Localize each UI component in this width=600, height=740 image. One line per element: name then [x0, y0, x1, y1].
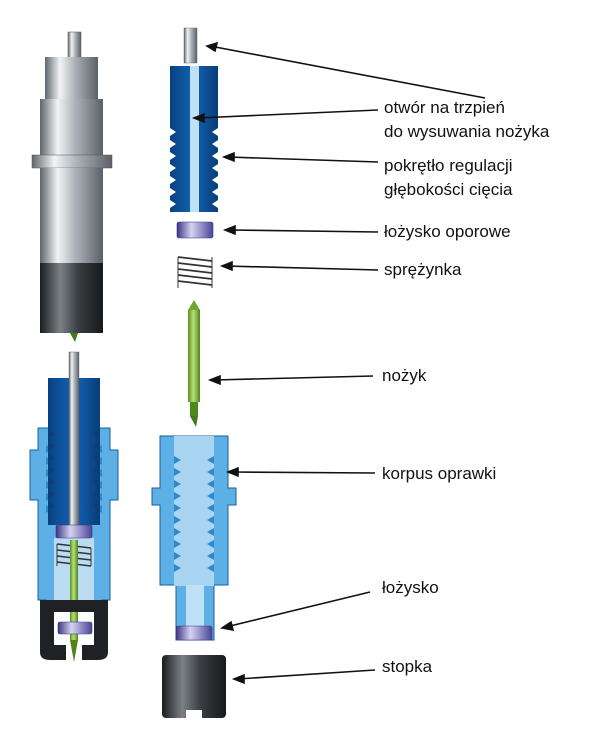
section-thrust-bearing [55, 524, 93, 539]
exploded-parts [151, 27, 237, 718]
section-foot [40, 600, 108, 660]
exploded-pin [183, 27, 198, 64]
section-pin [68, 351, 80, 533]
label-blade: nożyk [382, 366, 427, 385]
arrow-bearing [225, 591, 371, 628]
arrow-holder-body [231, 471, 376, 474]
exploded-blade-tip [190, 416, 198, 427]
section-knob-threads [48, 430, 100, 510]
label-knob: pokrętło regulacji głębokości cięcia [384, 154, 513, 202]
arrow-blade [213, 375, 374, 381]
exploded-knob-threads [170, 128, 218, 208]
exterior-collar-top [40, 99, 103, 155]
exploded-knob-bore [190, 66, 199, 212]
exploded-bearing [175, 625, 213, 641]
arrow-foot [237, 669, 376, 680]
label-spring: sprężynka [384, 260, 462, 279]
exploded-blade [188, 310, 200, 402]
arrow-thrust-bearing [228, 229, 379, 233]
label-hole: otwór na trzpień do wysuwania nożyka [384, 96, 549, 144]
arrow-hole [197, 109, 379, 119]
exploded-spring [177, 256, 213, 288]
label-bearing: łożysko [382, 578, 439, 597]
exploded-blade-top [188, 300, 200, 310]
exploded-holder-threads [174, 456, 214, 572]
arrow-spring [225, 265, 379, 271]
exploded-holder-bore [174, 436, 214, 586]
exploded-thrust-bearing [176, 221, 214, 239]
label-foot: stopka [382, 657, 433, 676]
exterior-blade-tip [70, 333, 78, 342]
exploded-foot [162, 655, 226, 718]
exterior-pin [67, 31, 82, 59]
exterior-lower-body [40, 168, 103, 263]
label-knob-line2: głębokości cięcia [384, 180, 513, 199]
exterior-rubber-foot [40, 263, 103, 333]
assembled-holder-exterior [31, 31, 113, 342]
label-holder-body: korpus oprawki [382, 464, 497, 483]
section-blade [70, 540, 78, 640]
label-hole-line2: do wysuwania nożyka [384, 122, 550, 141]
label-knob-line1: pokrętło regulacji [384, 156, 513, 175]
exterior-upper-body [45, 57, 98, 99]
assembled-holder-section [29, 351, 119, 662]
arrow-knob [227, 156, 379, 163]
exploded-holder-neck-bore [186, 585, 204, 627]
section-bearing [57, 621, 93, 635]
exterior-flange [31, 154, 113, 169]
label-hole-line1: otwór na trzpień [384, 98, 505, 117]
label-arrows [191, 41, 486, 685]
label-thrust-bearing: łożysko oporowe [384, 222, 511, 241]
exploded-blade-lower [190, 402, 198, 416]
arrow-pin [209, 45, 486, 99]
section-blade-tip [70, 640, 78, 662]
exploded-foot-hole [186, 710, 202, 718]
